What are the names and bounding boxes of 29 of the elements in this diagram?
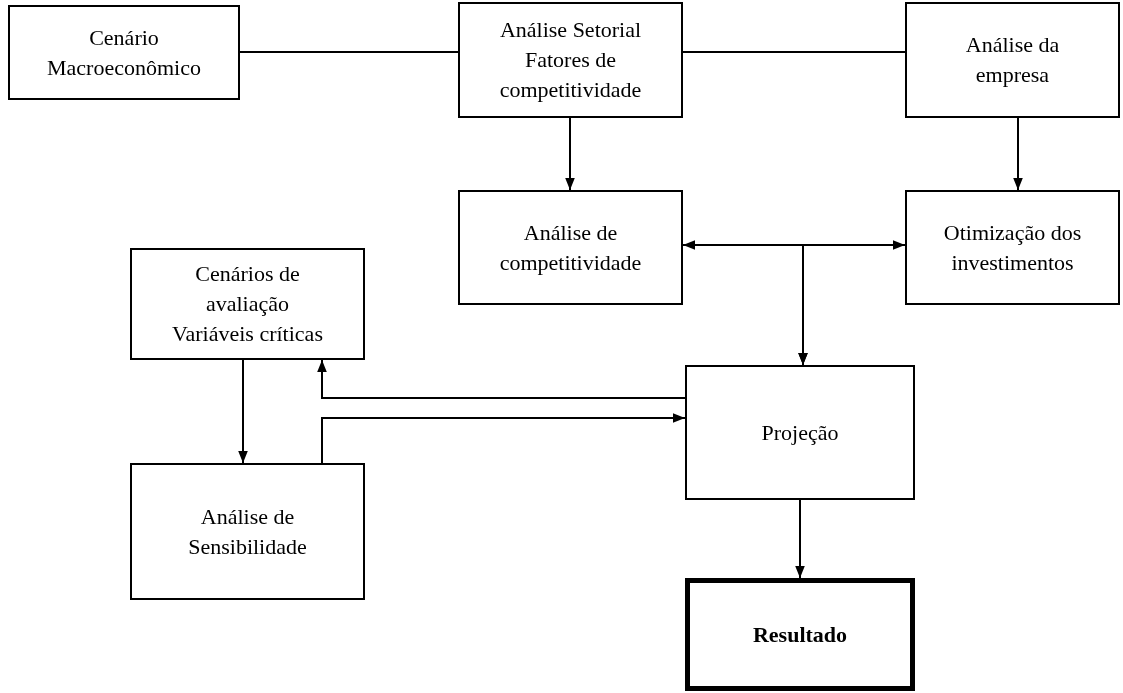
box-label: Cenário Macroeconômico bbox=[46, 23, 202, 82]
box-label: Otimização dos investimentos bbox=[942, 218, 1083, 277]
process-box bbox=[685, 365, 915, 500]
box-label: Análise de competitividade bbox=[498, 218, 643, 277]
process-box bbox=[458, 2, 683, 118]
box-label: Análise da empresa bbox=[964, 31, 1061, 89]
arrow bbox=[317, 359, 686, 399]
result-label: Resultado bbox=[752, 620, 848, 649]
process-box bbox=[130, 248, 365, 360]
process-box bbox=[905, 2, 1120, 118]
box-label: Análise Setorial bbox=[499, 16, 642, 44]
arrow bbox=[795, 499, 805, 579]
connector-line bbox=[682, 51, 906, 53]
arrow bbox=[321, 413, 686, 464]
arrow bbox=[1013, 117, 1023, 191]
process-box bbox=[8, 5, 240, 100]
box-label: Cenários de avaliação bbox=[194, 260, 301, 318]
arrow bbox=[238, 359, 248, 464]
box-label: Projeção bbox=[761, 418, 839, 447]
process-box bbox=[458, 190, 683, 305]
arrow bbox=[798, 240, 906, 366]
process-box bbox=[905, 190, 1120, 305]
result-box bbox=[685, 578, 915, 691]
box-label: Fatores de competitividade bbox=[498, 46, 643, 104]
box-label: Análise de Sensibilidade bbox=[187, 502, 308, 561]
connector-line bbox=[239, 51, 459, 53]
process-box bbox=[130, 463, 365, 600]
arrow bbox=[565, 117, 575, 191]
box-label: Variáveis críticas bbox=[172, 320, 323, 348]
